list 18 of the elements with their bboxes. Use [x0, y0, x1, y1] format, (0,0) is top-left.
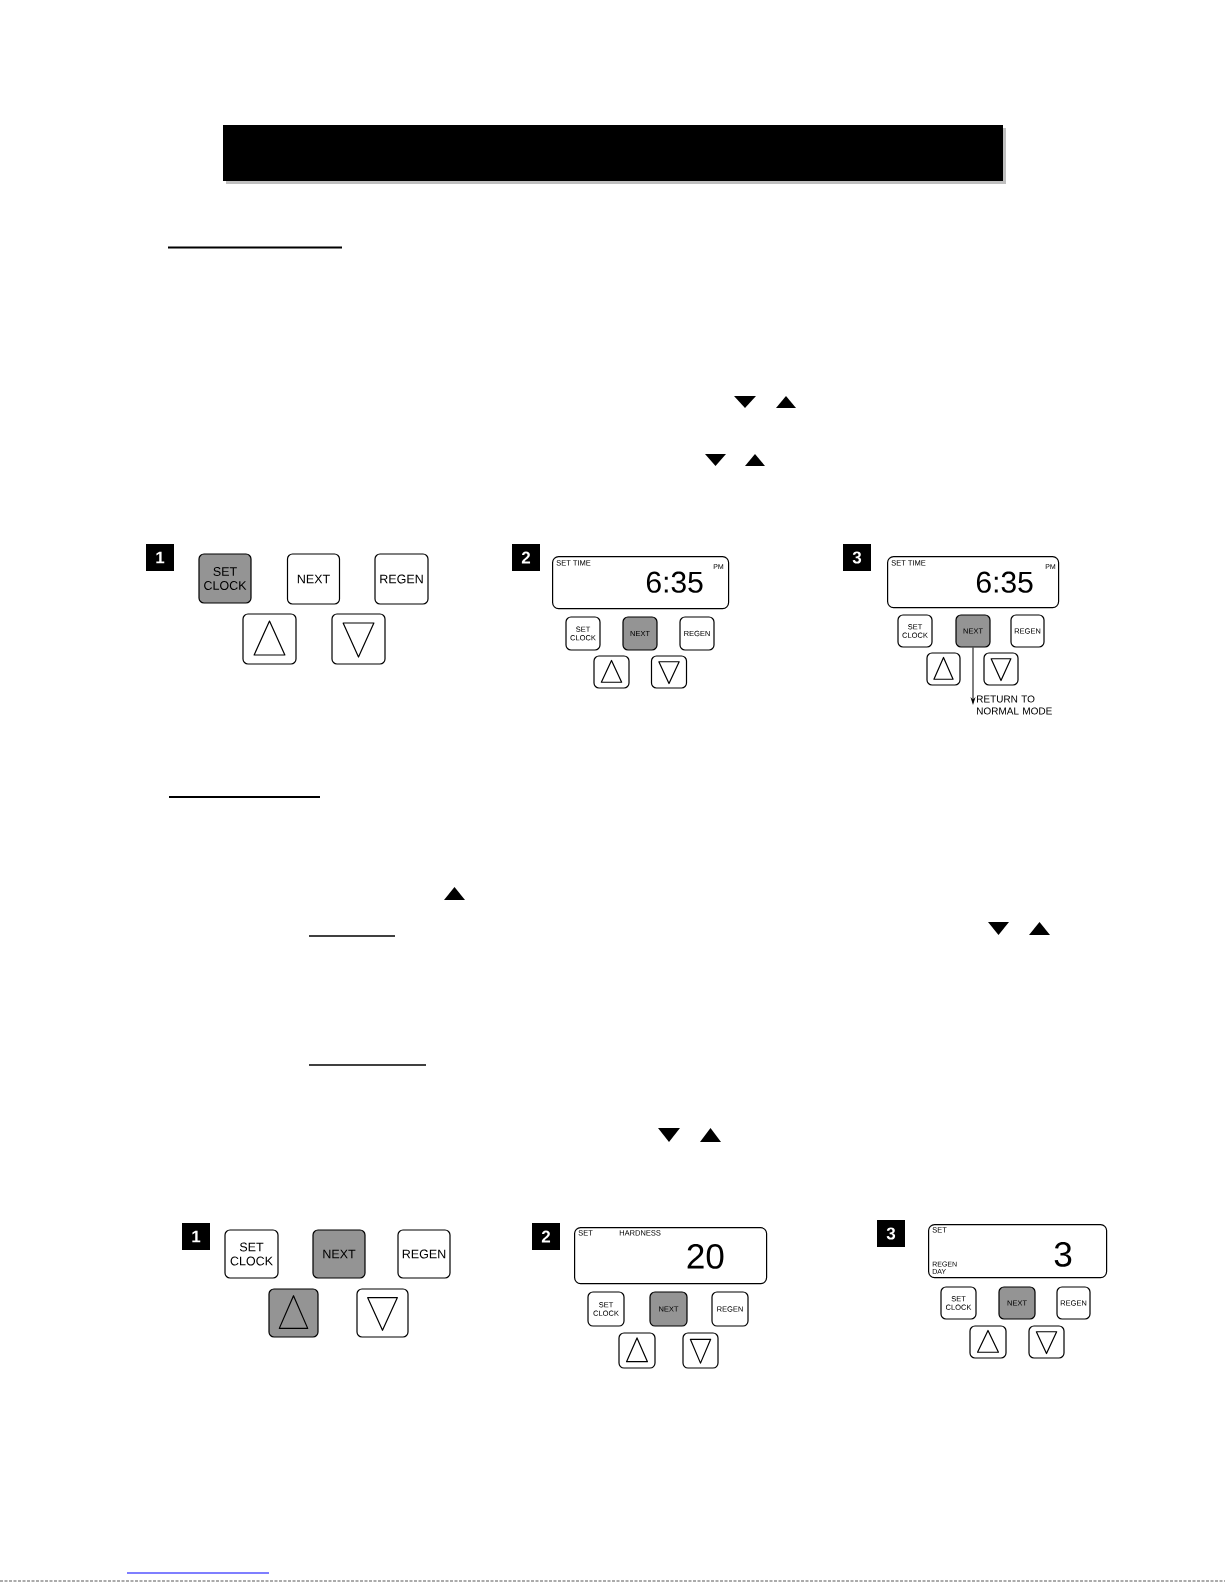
step-badge: 2	[512, 544, 540, 571]
step-badge: 1	[146, 544, 174, 571]
note-text: RETURN TO NORMAL MODE	[977, 695, 1052, 715]
arrow	[971, 647, 975, 704]
display-digits: 6:35	[646, 571, 703, 593]
display-digits: 20	[687, 1244, 724, 1269]
display-digits: 6:35	[976, 571, 1033, 593]
step-badge: 3	[843, 544, 871, 571]
display-digits: 3	[1054, 1242, 1072, 1267]
push-button: SET CLOCK	[198, 553, 252, 604]
push-button: REGEN	[374, 553, 429, 605]
step-badge: 2	[532, 1223, 560, 1250]
step-badge: 3	[877, 1220, 905, 1247]
push-button: NEXT	[312, 1229, 366, 1279]
step-badge: 1	[182, 1223, 210, 1250]
push-button: SET CLOCK	[224, 1229, 279, 1279]
push-button: NEXT	[286, 553, 341, 605]
push-button: REGEN	[397, 1229, 451, 1279]
